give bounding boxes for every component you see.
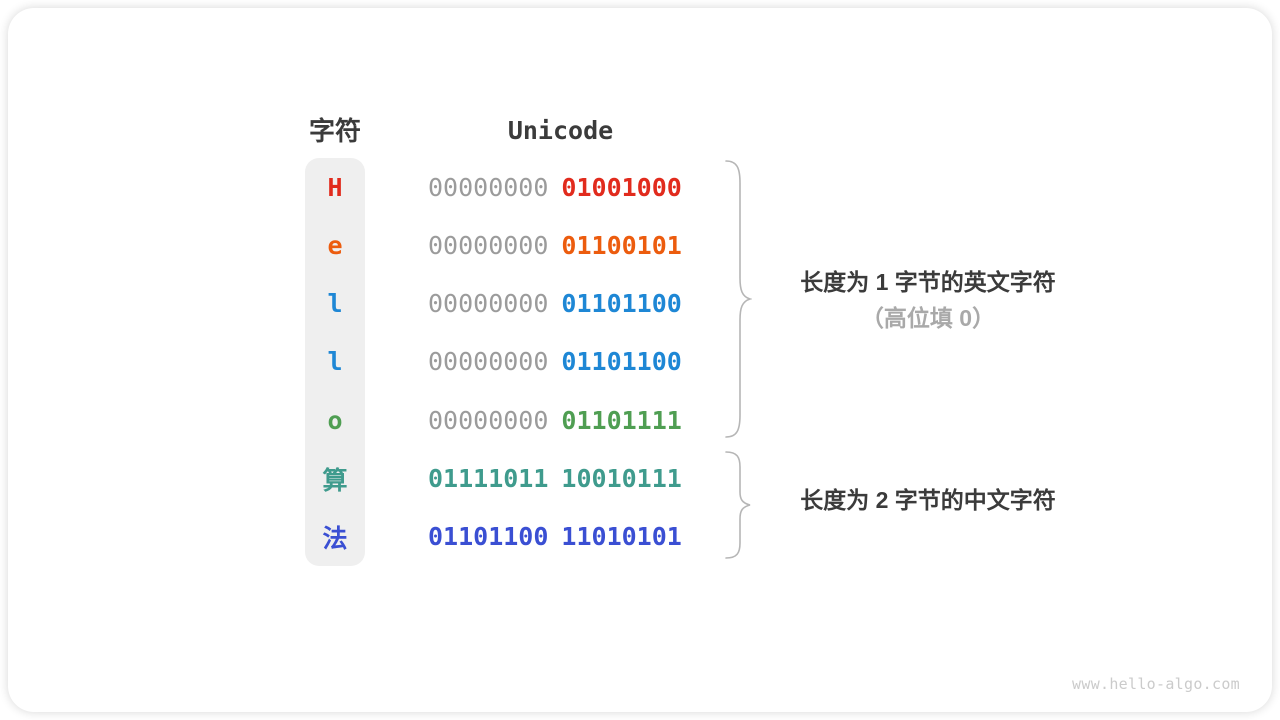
annotation-line-1: 长度为 2 字节的中文字符 bbox=[800, 487, 1056, 513]
byte-low: 11010101 bbox=[561, 522, 682, 552]
byte-high: 01101100 bbox=[428, 522, 549, 552]
annotation-line-1: 长度为 1 字节的英文字符 bbox=[800, 269, 1056, 295]
table-row-binary: 01101100 11010101 bbox=[428, 508, 708, 566]
table-row-char: 法 bbox=[322, 523, 348, 553]
byte-high: 00000000 bbox=[428, 405, 549, 435]
byte-low: 01101111 bbox=[561, 405, 682, 435]
table-row-char: 算 bbox=[322, 465, 348, 495]
table-row-binary: 00000000 01101100 bbox=[428, 333, 708, 391]
annotation-chinese-chars: 长度为 2 字节的中文字符 bbox=[768, 482, 1088, 518]
byte-high: 01111011 bbox=[428, 464, 549, 494]
byte-high: 00000000 bbox=[428, 172, 549, 202]
table-row-binary: 00000000 01001000 bbox=[428, 158, 708, 216]
byte-high: 00000000 bbox=[428, 230, 549, 260]
table-row-binary: 01111011 10010111 bbox=[428, 449, 708, 507]
table-row-binary: 00000000 01101111 bbox=[428, 391, 708, 449]
table-row-binary: 00000000 01100101 bbox=[428, 216, 708, 274]
table-row-binary: 00000000 01101100 bbox=[428, 275, 708, 333]
byte-high: 00000000 bbox=[428, 289, 549, 319]
table-row-char: l bbox=[327, 347, 343, 377]
table-row-char: o bbox=[327, 405, 343, 435]
annotation-line-2: （高位填 0） bbox=[860, 305, 996, 331]
byte-low: 01101100 bbox=[561, 289, 682, 319]
table-row-char: l bbox=[327, 289, 343, 319]
byte-low: 10010111 bbox=[561, 464, 682, 494]
byte-low: 01101100 bbox=[561, 347, 682, 377]
brace-group-chinese bbox=[725, 451, 751, 559]
byte-low: 01100101 bbox=[561, 230, 682, 260]
table-row-char: e bbox=[327, 230, 343, 260]
watermark: www.hello-algo.com bbox=[1072, 675, 1240, 693]
byte-high: 00000000 bbox=[428, 347, 549, 377]
annotation-english-chars: 长度为 1 字节的英文字符 （高位填 0） bbox=[768, 264, 1088, 336]
column-header-unicode: Unicode bbox=[507, 116, 614, 145]
byte-low: 01001000 bbox=[561, 172, 682, 202]
table-row-char: H bbox=[327, 172, 343, 202]
column-header-char: 字符 bbox=[308, 116, 361, 146]
brace-group-english bbox=[725, 160, 752, 438]
